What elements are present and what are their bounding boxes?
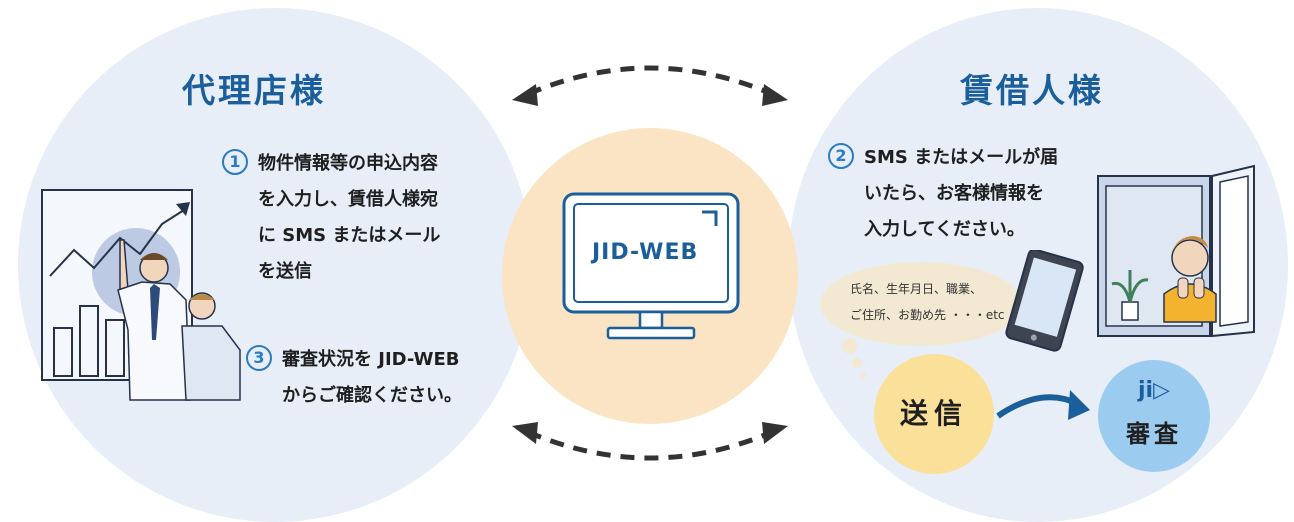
bottom-double-arrow-icon bbox=[512, 422, 788, 461]
step-number-3: 3 bbox=[246, 345, 272, 371]
arrow-right-icon bbox=[996, 390, 1090, 420]
agent-title: 代理店様 bbox=[182, 71, 326, 110]
step-2: 2 SMS またはメールが届 いたら、お客様情報を 入力してください。 bbox=[828, 140, 1058, 248]
step-3: 3 審査状況を JID-WEB からご確認ください。 bbox=[246, 342, 462, 414]
step3-line-2: からご確認ください。 bbox=[282, 385, 462, 406]
businessmen-illustration bbox=[117, 239, 241, 401]
step2-line-1: SMS またはメールが届 bbox=[864, 147, 1059, 168]
bubble-line-2: ご住所、お勤め先 ・・・etc bbox=[850, 308, 1005, 322]
tenant-title: 賃借人様 bbox=[960, 71, 1104, 110]
top-double-arrow-icon bbox=[512, 65, 788, 106]
step1-line-1: 物件情報等の申込内容 bbox=[258, 153, 438, 174]
bubble-dot-large bbox=[842, 338, 858, 354]
step1-line-3: に SMS またはメール bbox=[258, 225, 441, 246]
bubble-dot-medium bbox=[852, 358, 862, 368]
step3-line-1: 審査状況を JID-WEB bbox=[282, 349, 460, 370]
bubble-dot-small bbox=[860, 372, 866, 378]
review-jid-icon: ji▷ bbox=[1137, 378, 1170, 403]
bubble-line-1: 氏名、生年月日、職業、 bbox=[850, 282, 983, 296]
jid-web-logo: JID-WEB bbox=[592, 240, 699, 265]
step-number-2: 2 bbox=[828, 143, 854, 169]
info-bubble-text: 氏名、生年月日、職業、 ご住所、お勤め先 ・・・etc bbox=[850, 276, 1005, 328]
step2-line-3: 入力してください。 bbox=[864, 219, 1025, 240]
monitor-icon bbox=[562, 192, 740, 340]
info-bubble bbox=[820, 262, 1022, 346]
step-1: 1 物件情報等の申込内容 を入力し、賃借人様宛 に SMS またはメール を送信 bbox=[222, 146, 440, 290]
tablet-icon bbox=[1005, 250, 1084, 352]
step-number-1: 1 bbox=[222, 149, 248, 175]
step2-line-2: いたら、お客様情報を bbox=[864, 183, 1044, 204]
step1-line-4: を送信 bbox=[258, 261, 312, 282]
review-label: 審査 bbox=[1126, 420, 1182, 448]
step1-line-2: を入力し、賃借人様宛 bbox=[258, 189, 438, 210]
window-person-illustration bbox=[1097, 164, 1255, 338]
send-badge: 送信 bbox=[874, 354, 994, 474]
review-badge: ji▷ 審査 bbox=[1098, 360, 1210, 472]
